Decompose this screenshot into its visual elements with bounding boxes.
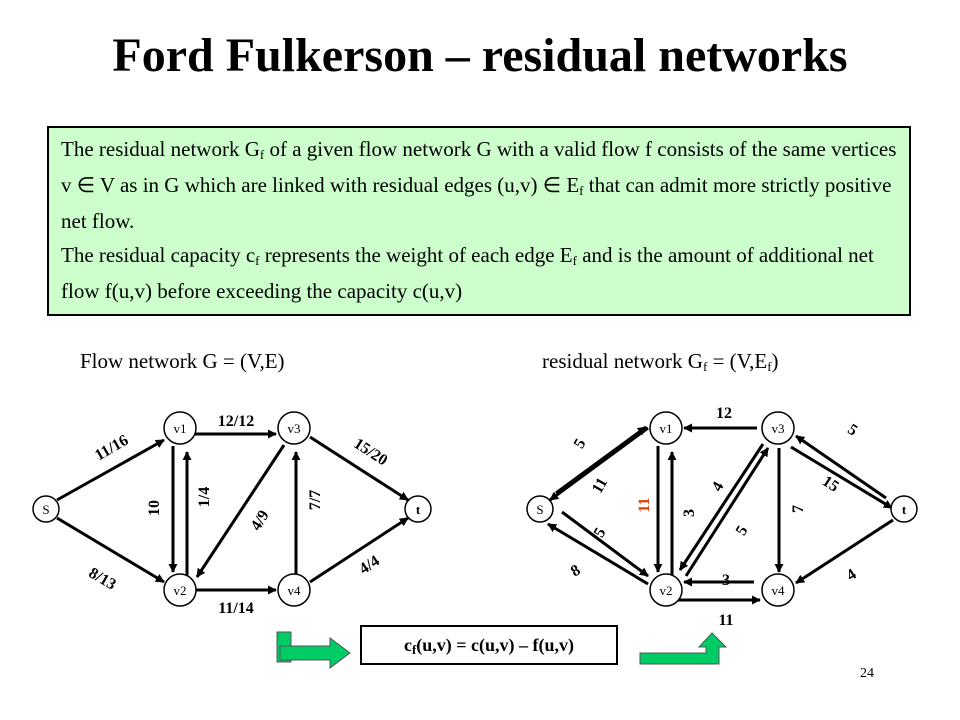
edge-label: 5 xyxy=(571,436,590,451)
edge-label: 15 xyxy=(819,473,842,496)
node-t xyxy=(890,495,918,523)
edge-label: 3 xyxy=(722,572,730,589)
node-v1 xyxy=(649,411,683,445)
edge-label: 7/7 xyxy=(307,490,324,510)
definition-paragraph-2: The residual capacity cf represents the … xyxy=(61,243,874,303)
node-label: v3 xyxy=(772,421,785,436)
node-v4 xyxy=(761,573,795,607)
node-v2 xyxy=(163,573,197,607)
node-s xyxy=(32,495,60,523)
edge-label: 1/4 xyxy=(196,487,213,507)
node-v3 xyxy=(277,411,311,445)
residual-edge-s-v1 xyxy=(555,425,647,495)
edge-label: 11/16 xyxy=(92,432,131,465)
node-s xyxy=(526,495,554,523)
definition-paragraph-1: The residual network Gf of a given flow … xyxy=(61,137,897,233)
node-label: S xyxy=(42,502,49,517)
node-label: v4 xyxy=(288,583,302,598)
node-v1 xyxy=(163,411,197,445)
edge-label: 4 xyxy=(844,566,860,585)
element-of-symbol: ∈ xyxy=(76,173,96,197)
residual-edge-t-v4 xyxy=(795,518,894,585)
edge-label: 10 xyxy=(146,500,163,516)
flow-network-graph: S v1 v3 t v2 v4 11/16 8/13 10 1/4 12/12 … xyxy=(32,411,432,617)
edge-label: 11 xyxy=(589,475,611,497)
edge-label: 12/12 xyxy=(218,413,254,430)
residual-edge-s-v2 xyxy=(561,510,649,578)
node-label: v4 xyxy=(772,583,786,598)
edge-label: 15/20 xyxy=(351,435,391,469)
edge-label: 11/14 xyxy=(218,600,254,617)
node-v4 xyxy=(277,573,311,607)
node-label: t xyxy=(902,502,907,517)
flow-network-caption: Flow network G = (V,E) xyxy=(80,349,285,373)
edge-v3-t xyxy=(309,435,409,502)
residual-edge-t-v3 xyxy=(795,434,887,500)
edge-label: 3 xyxy=(681,509,698,517)
edge-label: 5 xyxy=(733,523,752,538)
edge-label: 4 xyxy=(709,479,728,494)
slide-title: Ford Fulkerson – residual networks xyxy=(112,29,848,82)
edge-label: 8 xyxy=(568,562,583,581)
edge-s-v1 xyxy=(56,438,165,502)
node-label: v1 xyxy=(174,421,187,436)
node-v3 xyxy=(761,411,795,445)
residual-edge-v3-v2 xyxy=(678,443,765,571)
residual-edge-v2-v3 xyxy=(684,447,770,577)
green-arrow-right-icon xyxy=(276,631,351,669)
node-label: v3 xyxy=(288,421,301,436)
residual-edge-v1-s xyxy=(549,426,649,502)
element-of-symbol: ∈ xyxy=(542,173,562,197)
node-t xyxy=(404,495,432,523)
residual-edge-v3-t xyxy=(790,445,893,510)
edge-label-highlighted: 11 xyxy=(636,497,653,512)
residual-edge-v2-s xyxy=(547,522,649,586)
node-label: v2 xyxy=(660,583,673,598)
edge-label: 4/9 xyxy=(248,507,273,533)
node-v2 xyxy=(649,573,683,607)
node-label: v2 xyxy=(174,583,187,598)
residual-capacity-formula: cf(u,v) = c(u,v) – f(u,v) xyxy=(360,625,618,665)
node-label: t xyxy=(416,502,421,517)
edge-v3-v2 xyxy=(195,444,286,578)
node-label: v1 xyxy=(660,421,673,436)
edge-v4-t xyxy=(309,516,409,584)
edge-label: 11 xyxy=(718,612,733,629)
edge-label: 12 xyxy=(716,405,732,422)
green-arrow-up-icon xyxy=(639,632,728,665)
node-label: S xyxy=(536,502,543,517)
edge-s-v2 xyxy=(56,516,165,584)
page-number: 24 xyxy=(860,666,874,681)
edge-label: 8/13 xyxy=(86,565,119,594)
edge-label: 7 xyxy=(790,505,807,513)
edge-label: 5 xyxy=(591,525,610,540)
residual-network-caption: residual network Gf = (V,Ef) xyxy=(542,349,779,374)
edge-label: 5 xyxy=(844,421,860,440)
edge-label: 4/4 xyxy=(356,553,382,578)
definition-box: The residual network Gf of a given flow … xyxy=(47,126,911,316)
residual-network-graph: S v1 v3 t v2 v4 5 11 5 8 11 3 12 4 5 7 3… xyxy=(526,405,918,629)
